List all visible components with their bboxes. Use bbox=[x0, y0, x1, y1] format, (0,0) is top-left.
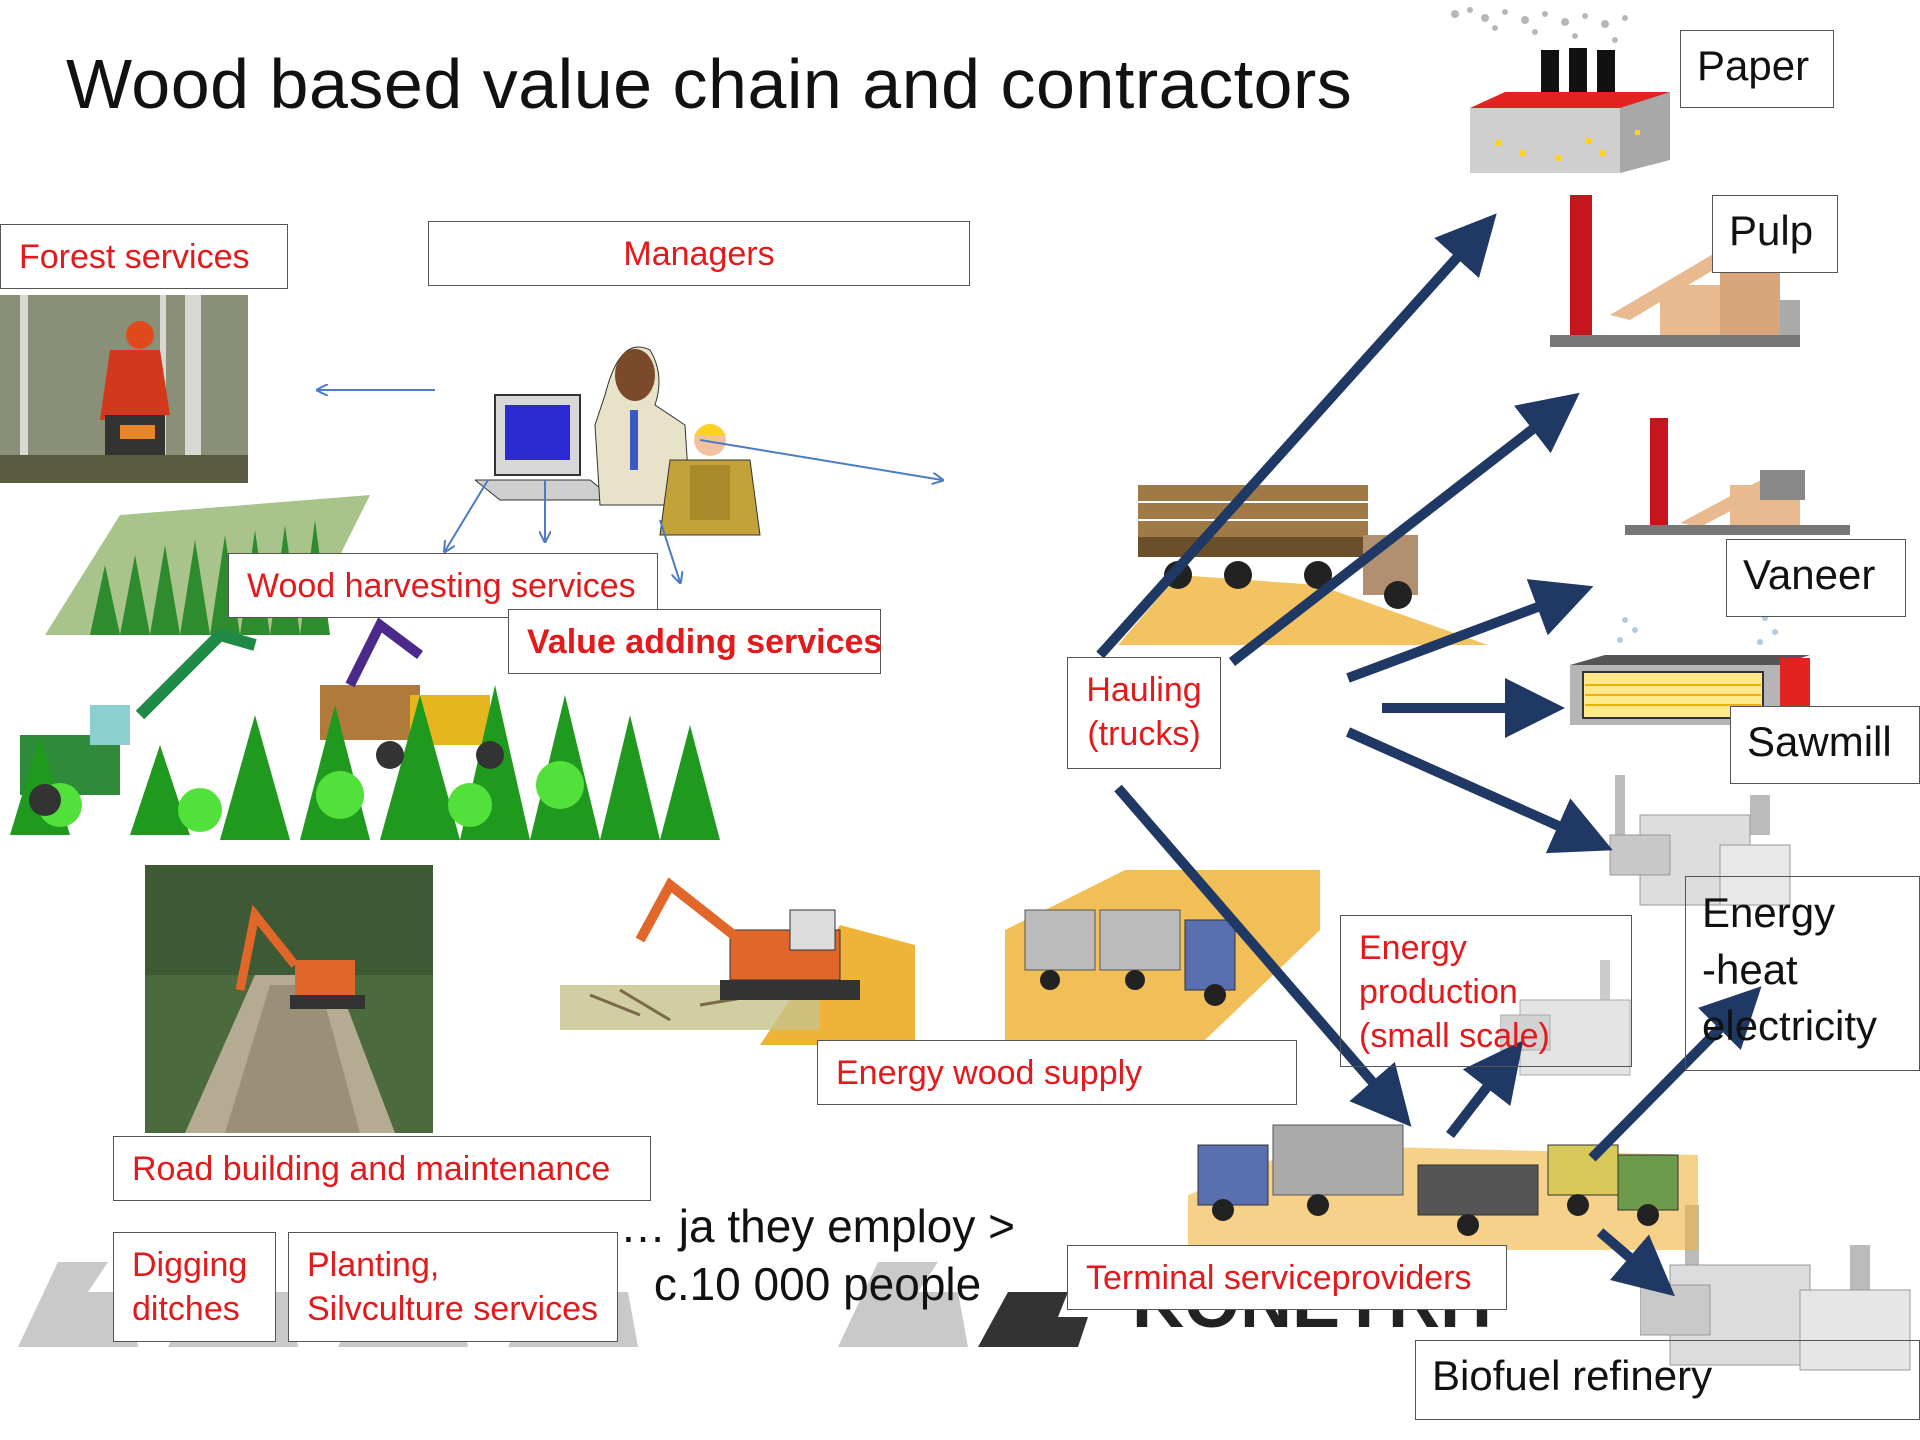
employment-note: … ja they employ > c.10 000 people bbox=[620, 1200, 1016, 1310]
road-building-label: Road building and maintenance bbox=[113, 1136, 651, 1201]
vaneer-mill-illustration bbox=[1620, 415, 1855, 540]
value-adding-label: Value adding services bbox=[508, 609, 882, 674]
digging-ditches-label: Digging ditches bbox=[113, 1232, 276, 1342]
arrow-to-energy bbox=[1345, 727, 1613, 854]
terminal-label: Terminal serviceproviders bbox=[1067, 1245, 1507, 1310]
log-truck-illustration bbox=[1118, 465, 1488, 645]
paper-label: Paper bbox=[1680, 30, 1834, 108]
biofuel-refinery-label: Biofuel refinery bbox=[1415, 1340, 1920, 1420]
planting-label: Planting, Silvculture services bbox=[288, 1232, 618, 1342]
vaneer-label: Vaneer bbox=[1726, 539, 1906, 617]
pulp-label: Pulp bbox=[1712, 195, 1838, 273]
sawmill-label: Sawmill bbox=[1730, 706, 1920, 784]
chip-truck-illustration bbox=[1005, 870, 1320, 1040]
forest-worker-photo bbox=[0, 295, 248, 483]
page-title: Wood based value chain and contractors bbox=[66, 45, 1353, 123]
paper-mill-illustration bbox=[1425, 0, 1685, 190]
road-building-photo bbox=[145, 865, 433, 1133]
energy-production-label: Energy production (small scale) bbox=[1340, 915, 1632, 1067]
managers-label: Managers bbox=[428, 221, 970, 286]
energy-heat-electricity-label: Energy -heat electricity bbox=[1685, 876, 1920, 1071]
terminal-machinery-illustration bbox=[1188, 1085, 1698, 1250]
energy-plant-illustration bbox=[1600, 775, 1800, 920]
excavator-energy-wood-illustration bbox=[560, 865, 915, 1045]
wood-harvesting-label: Wood harvesting services bbox=[228, 553, 658, 618]
hauling-label: Hauling (trucks) bbox=[1067, 657, 1221, 769]
forest-services-label: Forest services bbox=[0, 224, 288, 289]
energy-wood-supply-label: Energy wood supply bbox=[817, 1040, 1297, 1105]
